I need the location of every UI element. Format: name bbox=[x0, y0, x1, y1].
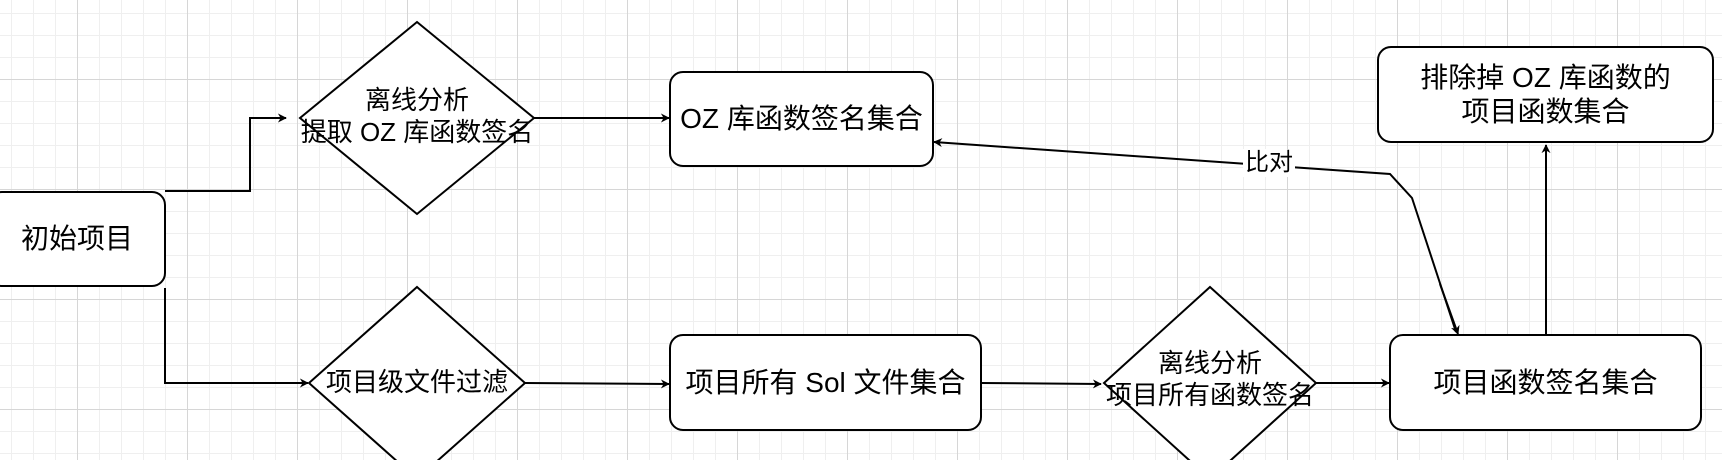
diamond-offline-analysis-project[interactable] bbox=[1102, 285, 1318, 460]
edge-compare bbox=[933, 138, 1457, 333]
node-sol-file-set-label: 项目所有 Sol 文件集合 bbox=[685, 366, 966, 398]
node-result-set-line1: 排除掉 OZ 库函数的 bbox=[1420, 61, 1671, 93]
node-project-file-filter-label: 项目级文件过滤 bbox=[309, 362, 525, 402]
node-oz-signature-set[interactable]: OZ 库函数签名集合 bbox=[669, 71, 934, 167]
node-oz-signature-set-label: OZ 库函数签名集合 bbox=[680, 103, 923, 134]
node-initial-project-label: 初始项目 bbox=[20, 223, 133, 254]
edge-compare-down-arrow bbox=[1439, 283, 1460, 335]
node-project-signature-set[interactable]: 项目函数签名集合 bbox=[1389, 334, 1702, 431]
node-sol-file-set[interactable]: 项目所有 Sol 文件集合 bbox=[669, 334, 982, 431]
node-initial-project[interactable]: 初始项目 bbox=[0, 191, 166, 287]
edge-file-filter-to-sol-set bbox=[524, 379, 670, 389]
edge-initial-to-file-filter bbox=[164, 288, 309, 388]
offline-analysis-oz-line1: 离线分析 bbox=[364, 85, 469, 115]
node-offline-analysis-oz-label: 离线分析 提取 OZ 库函数签名 bbox=[290, 82, 544, 150]
node-offline-analysis-project-label: 离线分析 项目所有函数签名 bbox=[1090, 345, 1330, 413]
project-file-filter-text: 项目级文件过滤 bbox=[325, 367, 508, 397]
node-result-set[interactable]: 排除掉 OZ 库函数的 项目函数集合 bbox=[1377, 46, 1714, 143]
diamond-offline-analysis-oz[interactable] bbox=[298, 20, 536, 216]
edge-compare-label: 比对 bbox=[1243, 149, 1295, 177]
diamond-project-file-filter[interactable] bbox=[307, 285, 527, 460]
node-result-set-line2: 项目函数集合 bbox=[1461, 95, 1630, 127]
edge-initial-to-offline-oz bbox=[165, 113, 287, 192]
offline-analysis-project-line2: 项目所有函数签名 bbox=[1105, 380, 1314, 410]
node-project-signature-set-label: 项目函数签名集合 bbox=[1433, 366, 1658, 398]
edge-sol-set-to-offline-project bbox=[980, 379, 1102, 389]
offline-analysis-project-line1: 离线分析 bbox=[1157, 348, 1262, 378]
offline-analysis-oz-line2: 提取 OZ 库函数签名 bbox=[300, 117, 534, 147]
